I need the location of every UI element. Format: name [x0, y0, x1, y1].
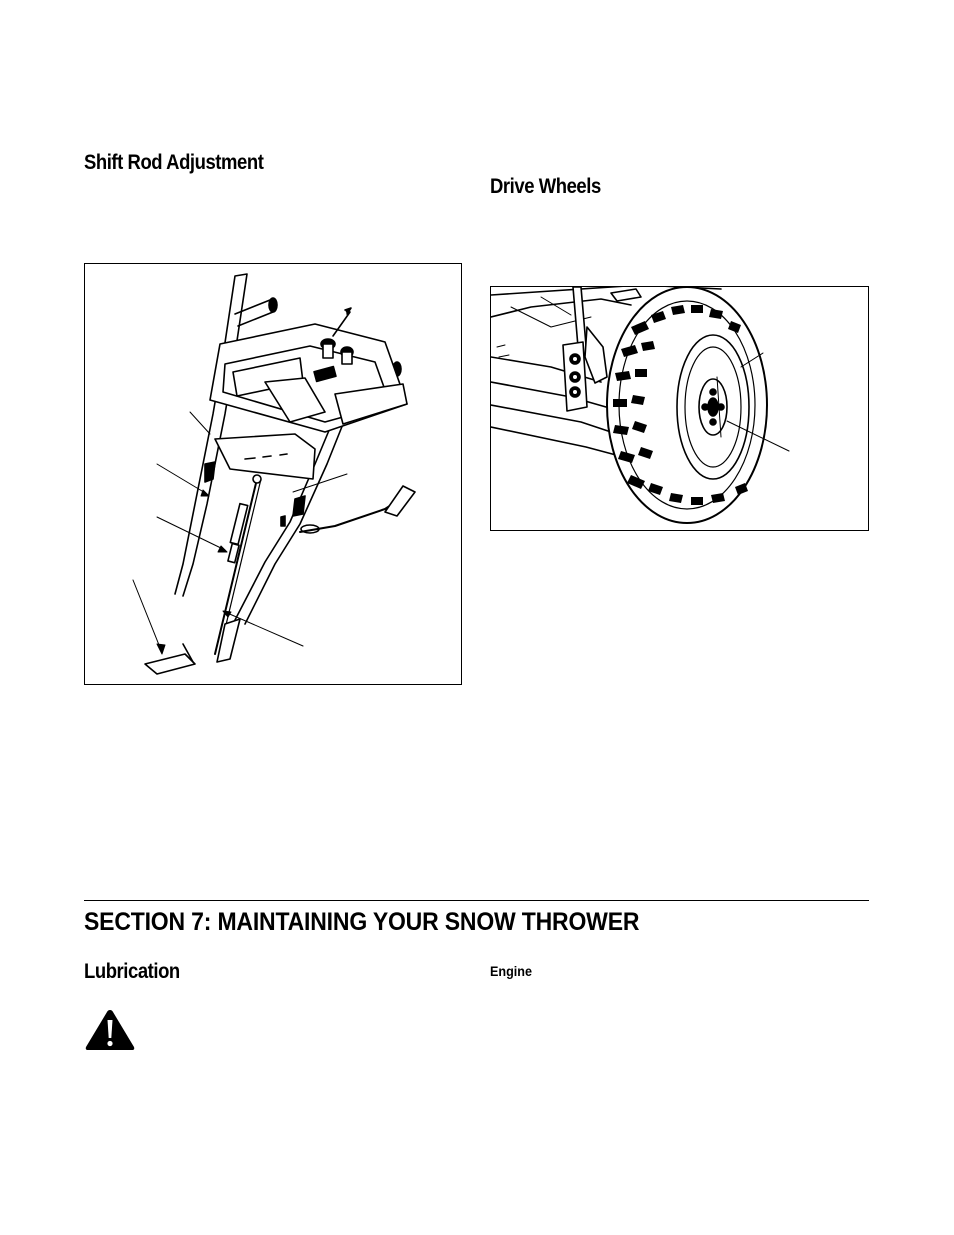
- shift-rod-figure: [84, 263, 462, 685]
- shift-rod-illustration: [132, 273, 416, 675]
- section-divider: [84, 900, 869, 901]
- section-7-title: SECTION 7: MAINTAINING YOUR SNOW THROWER: [84, 908, 640, 936]
- drive-wheels-heading: Drive Wheels: [490, 175, 601, 198]
- drive-wheels-illustration: [491, 287, 790, 524]
- lubrication-heading: Lubrication: [84, 960, 180, 983]
- warning-triangle-icon: [84, 1008, 136, 1052]
- drive-wheels-figure: [490, 286, 869, 531]
- shift-rod-adjustment-heading: Shift Rod Adjustment: [84, 151, 264, 174]
- engine-subheading: Engine: [490, 963, 533, 979]
